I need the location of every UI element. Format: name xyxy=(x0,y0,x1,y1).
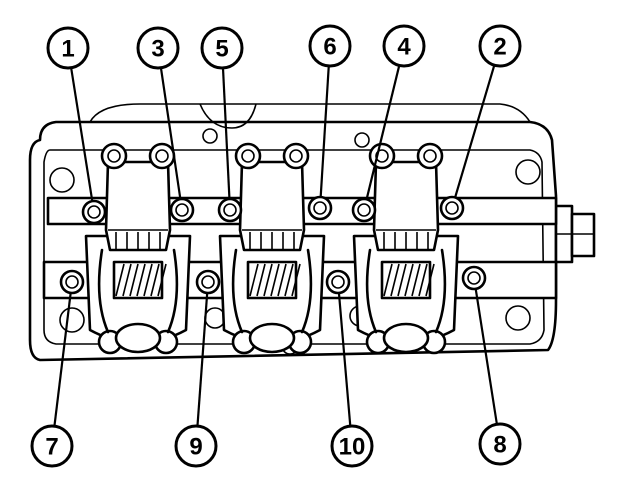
callout-2: 2 xyxy=(454,24,522,198)
rocker-assembly-left xyxy=(84,142,192,355)
callout-number: 3 xyxy=(151,36,164,63)
bolt-callouts: 1 3 5 6 4 2 7 9 10 8 xyxy=(30,24,522,468)
callout-1: 1 xyxy=(46,26,94,202)
callout-circle xyxy=(478,24,522,68)
cam-lobe xyxy=(380,260,435,300)
leader-line xyxy=(196,292,209,427)
callout-6: 6 xyxy=(308,24,352,198)
bolt-9 xyxy=(195,269,221,295)
callout-number: 9 xyxy=(189,434,202,461)
bolt-7 xyxy=(59,269,85,295)
bolt-10 xyxy=(325,269,351,295)
callout-circle xyxy=(30,424,74,468)
callout-number: 2 xyxy=(493,34,506,61)
callout-9: 9 xyxy=(174,292,218,468)
callout-number: 4 xyxy=(397,34,411,61)
camshaft-nose xyxy=(554,204,596,264)
head-bolts xyxy=(59,195,487,295)
leader-line xyxy=(365,65,401,200)
leader-line xyxy=(454,64,496,198)
bolt-4 xyxy=(351,197,377,223)
callout-circle xyxy=(478,422,522,466)
bolt-3 xyxy=(169,197,195,223)
callout-number: 1 xyxy=(61,36,74,63)
callout-circle xyxy=(200,26,244,70)
rocker-arm-assemblies xyxy=(84,142,460,355)
rocker-assembly-right xyxy=(352,142,460,355)
leader-line xyxy=(159,67,182,200)
callout-5: 5 xyxy=(200,26,244,200)
leader-line xyxy=(337,292,352,427)
cam-lobe xyxy=(112,260,167,300)
callout-number: 10 xyxy=(339,434,366,461)
callout-circle xyxy=(382,24,426,68)
leader-line xyxy=(319,65,330,198)
callout-number: 7 xyxy=(45,434,58,461)
callout-7: 7 xyxy=(30,292,74,468)
bolt-5 xyxy=(217,197,243,223)
leader-line xyxy=(474,288,498,425)
bolt-1 xyxy=(81,199,107,225)
callout-number: 5 xyxy=(215,36,228,63)
callout-number: 6 xyxy=(323,34,336,61)
callout-number: 8 xyxy=(493,432,506,459)
callout-circle xyxy=(136,26,180,70)
callout-3: 3 xyxy=(136,26,182,200)
cam-lobe xyxy=(246,260,301,300)
bolt-2 xyxy=(439,195,465,221)
callout-circle xyxy=(330,424,374,468)
callout-circle xyxy=(46,26,90,70)
rocker-assembly-center xyxy=(218,142,326,355)
bolt-8 xyxy=(461,265,487,291)
callout-circle xyxy=(308,24,352,68)
leader-line xyxy=(70,67,94,202)
callout-4: 4 xyxy=(365,24,426,200)
callout-8: 8 xyxy=(474,288,522,466)
leader-line xyxy=(53,292,72,427)
callout-10: 10 xyxy=(330,292,374,468)
bolt-6 xyxy=(307,195,333,221)
callout-circle xyxy=(174,424,218,468)
leader-line xyxy=(221,67,231,200)
